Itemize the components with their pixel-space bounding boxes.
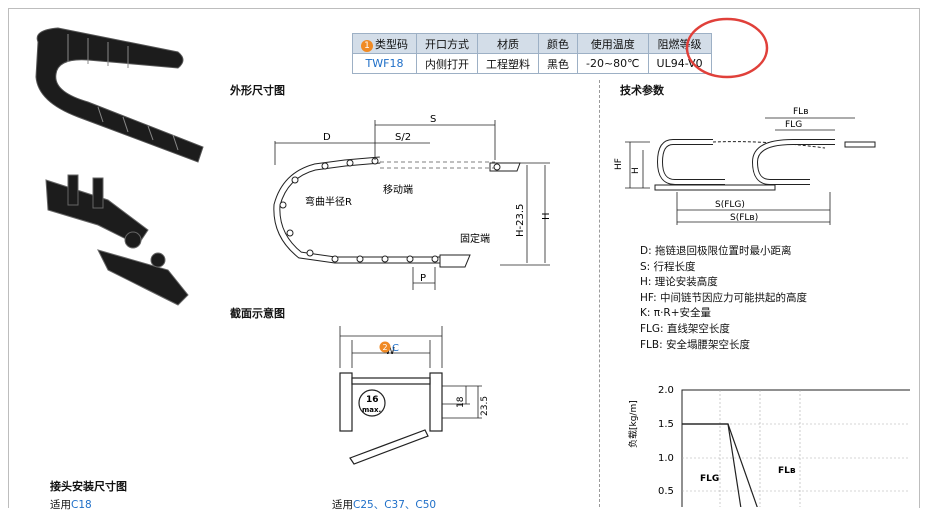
spec-flame: UL94-V0 — [647, 53, 712, 74]
glossary-item: D: 拖链退回极限位置时最小距离 — [640, 245, 792, 257]
spec-value-row: TWF18 内侧打开 工程塑料 黑色 -20~80℃ UL94-V0 — [352, 53, 712, 74]
section-tech-title: 技术参数 — [620, 84, 664, 97]
glossary-item: FLB: 安全塌腰架空长度 — [640, 338, 750, 351]
glossary-item: S: 行程长度 — [640, 260, 696, 273]
column-separator — [599, 80, 600, 507]
glossary-item: K: π·R+安全量 — [640, 307, 712, 320]
page-frame — [8, 8, 920, 508]
section-cross-title: 截面示意图 — [230, 307, 285, 320]
spec-header-color: 颜色 — [538, 33, 578, 54]
tech-h-label: H — [631, 167, 641, 174]
outline-drawing: D S/2 S 移动端 弯曲半径R 固定端 H-23.5 H P — [273, 114, 552, 290]
glossary-item: H: 理论安装高度 — [640, 276, 718, 289]
tech-fla-label: FLв — [793, 107, 809, 117]
spec-header-material: 材质 — [477, 33, 539, 54]
dim-c-label: C — [392, 343, 399, 354]
load-chart-ylabel: 负载[kg/m] — [627, 400, 639, 448]
tech-drawing: FLв FLG HF H S(FLG) S(FLв) — [614, 107, 876, 225]
spec-type-code[interactable]: TWF18 — [352, 53, 417, 74]
joint-code-links[interactable]: C25、C37、C50 — [353, 499, 437, 511]
spec-temp: -20~80℃ — [577, 53, 649, 74]
joint-applies-left: 适用C18 — [50, 499, 92, 511]
load-tick-0-5: 0.5 — [658, 486, 674, 497]
spec-opening: 内侧打开 — [416, 53, 478, 74]
dim-d-label: D — [323, 132, 331, 143]
tech-s-flg-label: S(FLG) — [715, 200, 745, 210]
dim-w-label: W — [385, 346, 395, 357]
spec-color: 黑色 — [538, 53, 578, 74]
dim-s-half-label: S/2 — [395, 132, 411, 143]
load-tick-1-5: 1.5 — [658, 419, 674, 430]
dim-23-label: 23.5 — [480, 396, 490, 416]
dim-p-label: P — [420, 273, 426, 284]
max-size-text: max. — [362, 406, 381, 414]
spec-header-temp: 使用温度 — [577, 33, 649, 54]
section-outline-title: 外形尺寸图 — [230, 84, 285, 97]
spec-header-opening: 开口方式 — [416, 33, 478, 54]
load-flg-label: FLG — [700, 474, 719, 484]
tech-flg-label: FLG — [785, 120, 802, 130]
dim-h-label: H — [541, 212, 552, 220]
c-marker-num: 2 — [383, 343, 388, 352]
tech-s-fla-label: S(FLв) — [730, 213, 758, 223]
dim-s-label: S — [430, 114, 436, 125]
bend-radius-label: 弯曲半径R — [305, 195, 352, 208]
joint-applies-right: 适用C25、C37、C50 — [332, 499, 437, 511]
type-code-marker: 1 — [361, 39, 373, 52]
section-joint-title: 接头安装尺寸图 — [50, 480, 127, 493]
joint-code-link[interactable]: C18 — [71, 499, 92, 511]
load-tick-2-0: 2.0 — [658, 385, 674, 396]
move-end-label: 移动端 — [383, 183, 413, 196]
c-marker-dot — [379, 341, 391, 353]
spec-header-flame: 阻燃等级 — [647, 33, 712, 54]
fla-curve — [682, 423, 758, 507]
highlight-ellipse — [685, 17, 769, 79]
spec-material: 工程塑料 — [477, 53, 539, 74]
max-size-num: 16 — [366, 395, 379, 405]
dim-18-label: 18 — [456, 396, 466, 408]
glossary-item: FLG: 直线架空长度 — [640, 322, 730, 335]
product-photo-chain — [35, 27, 204, 163]
glossary-list: D: 拖链退回极限位置时最小距离 S: 行程长度 H: 理论安装高度 HF: 中… — [640, 244, 807, 353]
load-tick-1-0: 1.0 — [658, 453, 674, 464]
glossary-item: HF: 中间链节因应力可能拱起的高度 — [640, 291, 807, 304]
product-photo-links — [45, 174, 189, 306]
dim-h-minus-label: H-23.5 — [515, 204, 526, 237]
fixed-end-label: 固定端 — [460, 232, 490, 245]
load-chart: 负载[kg/m] 2.0 1.5 1.0 0.5 FLG FLв — [627, 385, 910, 507]
tech-hf-label: HF — [614, 158, 624, 170]
cross-section-drawing: W 2 C 16 max. 18 23.5 — [339, 326, 490, 465]
load-fla-label: FLв — [778, 466, 796, 476]
